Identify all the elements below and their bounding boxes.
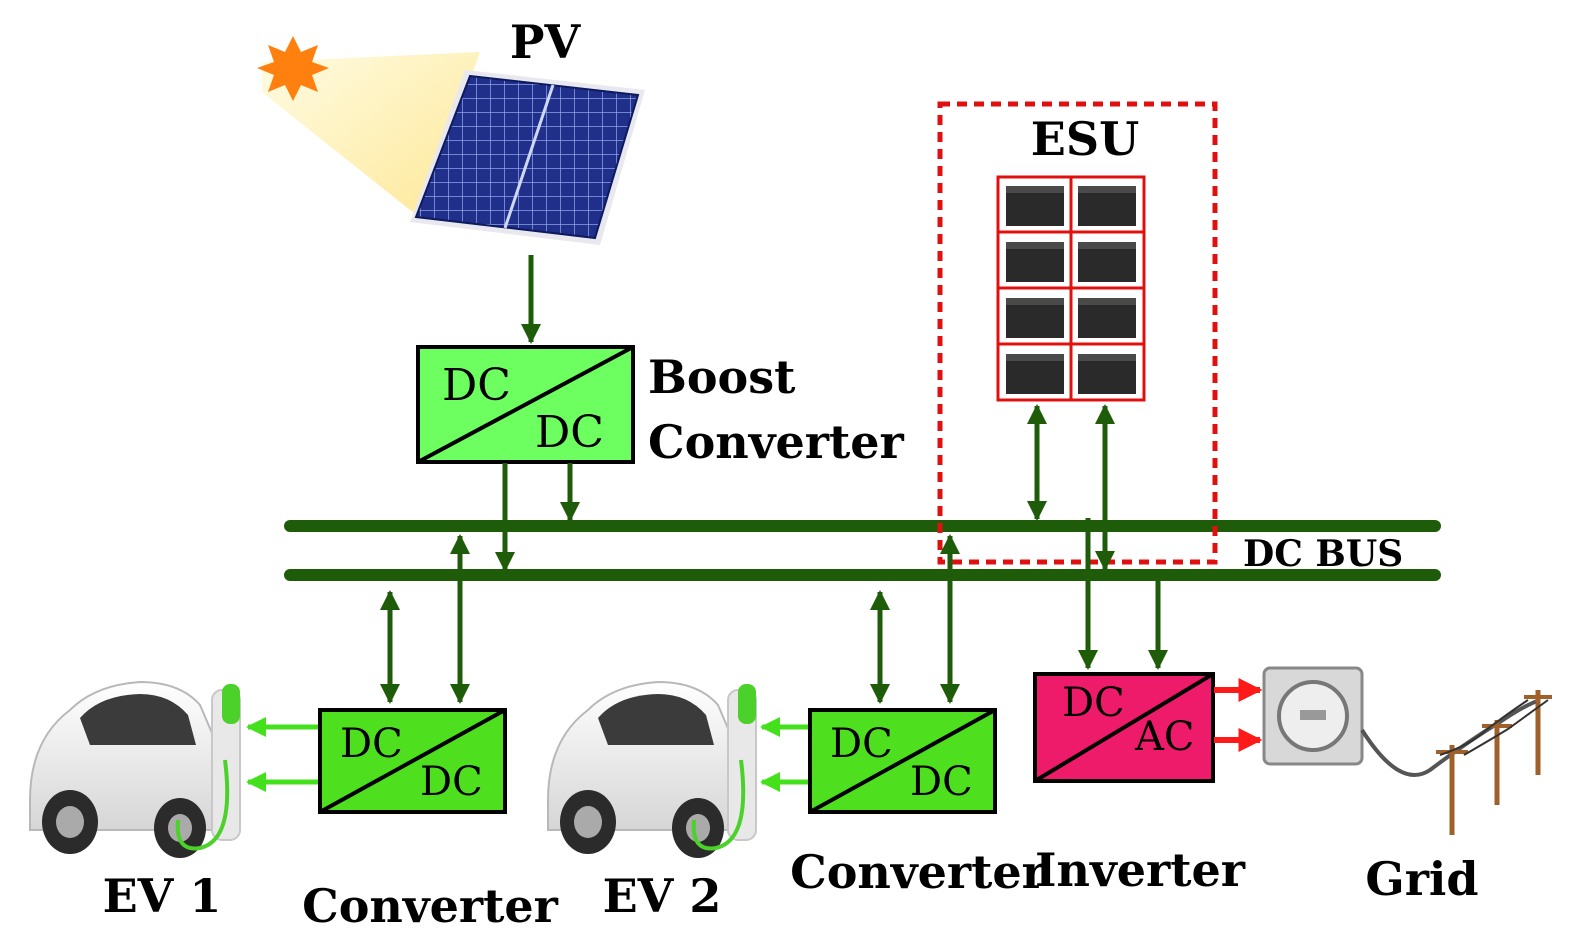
ev2-group: EV 2	[547, 680, 757, 923]
esu-group: ESU	[937, 101, 1218, 571]
conv2-input-label: DC	[830, 721, 893, 767]
electric-car-icon	[547, 680, 741, 858]
boost-output-label: DC	[535, 407, 604, 458]
battery-icon	[1078, 242, 1136, 282]
battery-icon	[1078, 186, 1136, 226]
esu-boundary	[937, 101, 1218, 565]
converter-2-label: Converter	[790, 845, 1046, 899]
converter-2-block: DC DC	[808, 708, 997, 814]
sunlight-beam	[262, 52, 480, 218]
battery-icon	[1006, 242, 1064, 282]
solar-panel-icon	[410, 70, 645, 245]
pv-label: PV	[510, 15, 582, 69]
esu-label: ESU	[1031, 112, 1139, 166]
ev1-label: EV 1	[103, 869, 222, 923]
inverter-input-label: DC	[1062, 680, 1125, 726]
battery-icon	[1078, 354, 1136, 394]
sun-icon	[257, 36, 329, 101]
boost-converter-block: DC DC	[416, 345, 635, 464]
inverter-output-label: AC	[1134, 714, 1195, 760]
grid-label: Grid	[1365, 852, 1478, 906]
grid-group: Grid	[1262, 666, 1552, 906]
inverter-label: Inverter	[1035, 843, 1246, 897]
ev2-label: EV 2	[603, 869, 722, 923]
inverter-block: DC AC	[1033, 672, 1215, 783]
conv2-output-label: DC	[910, 759, 973, 805]
dc-bus	[284, 520, 1441, 581]
battery-bank	[996, 175, 1146, 402]
boost-label-line2: Converter	[648, 415, 904, 469]
conv1-output-label: DC	[420, 759, 483, 805]
ev1-group: EV 1	[29, 680, 241, 923]
battery-icon	[1006, 298, 1064, 338]
dc-bus-label: DC BUS	[1243, 533, 1403, 575]
converter-1-block: DC DC	[318, 708, 507, 814]
electric-meter-icon	[1262, 666, 1364, 766]
power-pole-icon	[1436, 690, 1552, 835]
pv-group: PV	[257, 15, 645, 245]
charging-station-icon	[175, 684, 241, 851]
electric-car-icon	[29, 680, 223, 858]
boost-input-label: DC	[442, 360, 511, 411]
battery-icon	[1078, 298, 1136, 338]
conv1-input-label: DC	[340, 721, 403, 767]
converter-1-label: Converter	[302, 879, 558, 933]
boost-label-line1: Boost	[648, 350, 796, 404]
battery-icon	[1006, 354, 1064, 394]
charging-station-icon	[691, 684, 757, 851]
battery-icon	[1006, 186, 1064, 226]
